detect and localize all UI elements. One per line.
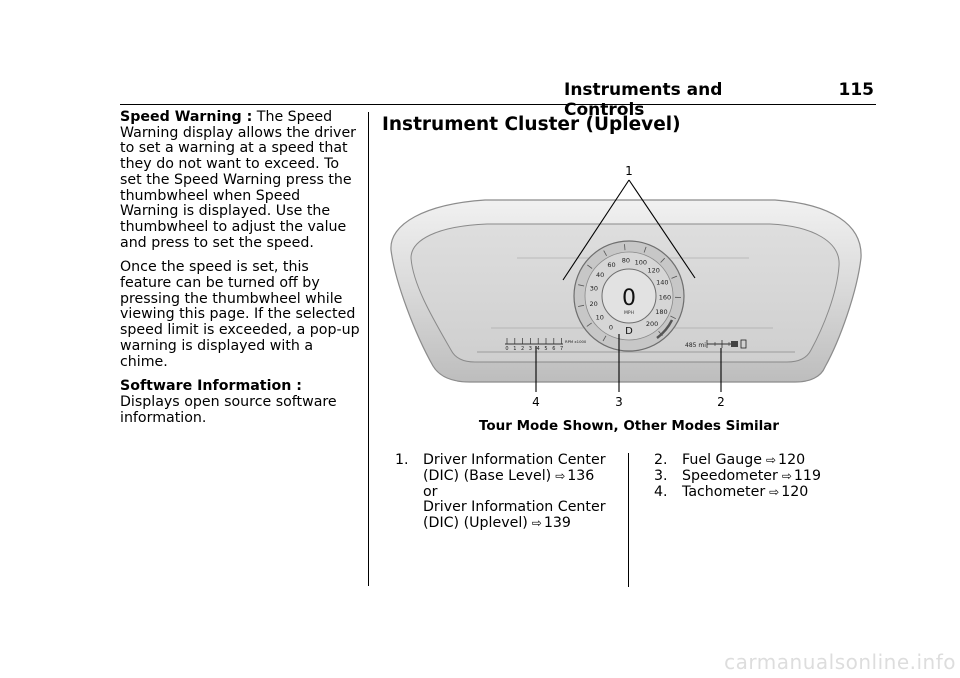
speedometer-tick-label: 200 [646, 320, 658, 328]
gear-indicator: D [625, 326, 633, 337]
list-item-number: 3. [654, 467, 668, 484]
list-item-alt: Driver Information Center (DIC) (Uplevel… [395, 500, 625, 532]
speedometer-tick-mark [660, 257, 665, 263]
page-reference-arrow-icon: ⇨ [531, 516, 542, 531]
tachometer-tick-label: 6 [552, 346, 555, 352]
list-item-text: Speedometer⇨119 [682, 467, 821, 485]
speedometer-tick-mark [658, 330, 663, 337]
left-column: Speed Warning : The Speed Warning displa… [120, 109, 360, 435]
speedometer-tick-label: 140 [656, 279, 668, 287]
software-info-text: Displays open source software informatio… [120, 393, 337, 426]
list-item: 1. Driver Information Center (DIC) (Base… [395, 452, 625, 485]
speedometer-tick-label: 40 [596, 271, 604, 279]
speed-readout: 0 [622, 286, 636, 311]
tachometer-tick-label: 0 [505, 346, 508, 352]
software-info-term: Software Information : [120, 378, 302, 395]
list-item-page-ref: 120 [781, 483, 809, 500]
list-item-alt-label: Driver Information Center (DIC) (Uplevel… [423, 499, 606, 532]
speedometer-tick-label: 0 [609, 324, 613, 332]
tachometer-tick-label: 4 [537, 346, 540, 352]
callout-lines [535, 179, 722, 392]
watermark: carmanualsonline.info [724, 650, 956, 674]
speed-warning-note: Once the speed is set, this feature can … [120, 259, 360, 370]
speedometer-tick-mark [670, 315, 676, 320]
callout-list-left: 1. Driver Information Center (DIC) (Base… [395, 452, 625, 532]
page-reference-arrow-icon: ⇨ [765, 453, 777, 467]
callout-1: 1 [625, 164, 633, 178]
callout-2: 2 [717, 395, 725, 409]
speedometer-tick-mark [578, 284, 585, 287]
callout-list-right: 2. Fuel Gauge⇨120 3. Speedometer⇨119 4. … [654, 452, 874, 501]
speedometer-tick-mark [603, 250, 607, 256]
list-item-label: Speedometer [682, 467, 778, 484]
speedometer-tick-label: 30 [590, 285, 598, 293]
list-item: 4. Tachometer⇨120 [654, 483, 874, 501]
speedometer-tick-mark [586, 322, 592, 327]
speed-warning-text: The Speed Warning display allows the dri… [120, 109, 357, 251]
speedometer-tick-mark [643, 246, 647, 253]
section-title: Instrument Cluster (Uplevel) [382, 114, 681, 135]
section-name: Instruments and Controls [564, 80, 723, 120]
list-item-page-ref: 120 [778, 452, 806, 468]
header-rule [120, 104, 876, 105]
speedometer-tick-label: 180 [655, 308, 667, 316]
figure-caption: Tour Mode Shown, Other Modes Similar [478, 418, 780, 434]
column-divider-left [368, 112, 369, 586]
list-item-alt-or: or [423, 483, 438, 500]
speedometer-tick-mark [578, 304, 585, 307]
callout-4: 4 [532, 395, 540, 409]
speedometer-tick-mark [587, 264, 593, 269]
software-info-paragraph: Software Information : Displays open sou… [120, 378, 360, 426]
page-reference-arrow-icon: ⇨ [555, 468, 566, 483]
speed-warning-paragraph: Speed Warning : The Speed Warning displa… [120, 109, 360, 251]
speedometer-tick-label: 80 [622, 257, 630, 265]
list-item-number: 4. [654, 483, 668, 500]
fuel-pump-icon [740, 339, 747, 349]
speed-warning-term: Speed Warning : [120, 109, 253, 125]
tachometer-unit: RPM x1000 [565, 339, 587, 344]
speedometer-tick-label: 60 [607, 261, 615, 269]
callout-3: 3 [615, 395, 623, 409]
speedometer-tick-mark [671, 275, 678, 279]
list-item-alt-page-ref: 139 [543, 515, 571, 532]
speedometer-tick-label: 20 [590, 300, 598, 308]
fuel-range: 485 mi [685, 342, 706, 349]
list-item-text: Tachometer⇨120 [682, 483, 809, 501]
list-item-label: Driver Information Center (DIC) (Base Le… [423, 452, 606, 484]
speed-unit: MPH [624, 310, 634, 316]
speedometer-tick-label: 160 [659, 294, 671, 302]
list-item-number: 2. [654, 452, 668, 468]
list-item-page-ref: 136 [567, 467, 595, 484]
page-header: Instruments and Controls 115 [564, 80, 874, 120]
list-item: 2. Fuel Gauge⇨120 [654, 452, 874, 469]
page-reference-arrow-icon: ⇨ [769, 484, 780, 499]
list-item-label: Fuel Gauge [682, 452, 762, 468]
list-item-text: Fuel Gauge⇨120 [682, 452, 806, 469]
list-item-page-ref: 119 [793, 467, 821, 484]
tachometer-tick-label: 1 [513, 346, 516, 352]
page-reference-arrow-icon: ⇨ [781, 468, 792, 483]
page-number: 115 [838, 80, 875, 100]
tachometer-tick-label: 3 [529, 346, 532, 352]
speedometer-tick-mark [624, 244, 626, 251]
list-item-number: 1. [395, 452, 409, 468]
speedometer-tick-label: 100 [635, 259, 647, 267]
speedometer-tick-label: 10 [596, 314, 604, 322]
speedometer-tick-mark [602, 335, 607, 342]
speedometer-tick-label: 120 [647, 266, 659, 274]
tachometer-tick-label: 7 [560, 346, 563, 352]
list-item-label: Tachometer [682, 483, 766, 500]
tachometer-tick-label: 5 [544, 346, 547, 352]
list-item: 3. Speedometer⇨119 [654, 467, 874, 485]
list-item-text: Driver Information Center (DIC) (Base Le… [423, 452, 625, 485]
fuel-gauge-bar: 485 mi [685, 339, 747, 349]
tachometer-tick-label: 2 [521, 346, 524, 352]
column-divider-right [628, 453, 629, 587]
